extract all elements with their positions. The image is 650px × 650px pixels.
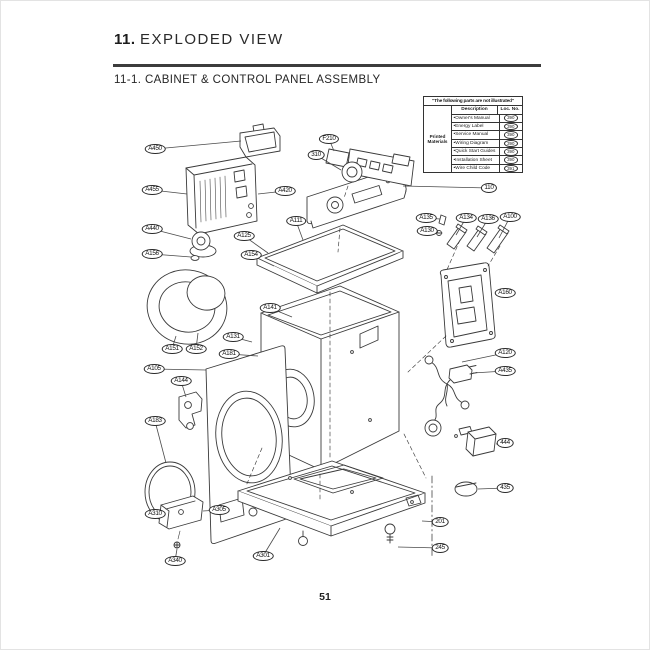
part-description: •Wiring Diagram [452, 139, 500, 148]
page-header: 11. EXPLODED VIEW [114, 31, 284, 49]
part-description: •Wire Child Code [452, 164, 500, 173]
main-pcb-assembly [185, 156, 258, 235]
bracket-screw [173, 530, 181, 549]
table-row: •Installation Sheet 390 [452, 156, 523, 165]
rear-panel [439, 262, 496, 348]
not-illustrated-table: "The following parts are not illustrated… [423, 96, 523, 174]
table-row: •Owner's Manual 390 [452, 114, 523, 123]
title-rule [113, 64, 541, 67]
loc-badge: 390 [503, 156, 518, 164]
part-loc: 391 [500, 164, 523, 173]
part-loc: 390 [500, 139, 523, 148]
part-loc: 390 [500, 148, 523, 156]
table-row: •Wire Child Code 391 [452, 164, 523, 173]
wire-harness [424, 355, 470, 410]
part-loc: 390 [500, 131, 523, 139]
part-description: •Energy Label [452, 122, 500, 131]
part-loc: 390 [500, 156, 523, 164]
table-row: •Service Manual 390 [452, 131, 523, 140]
section-title: EXPLODED VIEW [139, 31, 284, 48]
section-number: 11. [114, 31, 136, 48]
assembly-dashed-lines [245, 185, 501, 501]
part-description: •Installation Sheet [452, 156, 500, 164]
table-row: •Wiring Diagram 390 [452, 139, 523, 149]
loc-badge: 390 [503, 139, 518, 148]
door-assembly [146, 269, 228, 345]
hose-clip [454, 481, 478, 497]
power-cord-plug [424, 364, 478, 437]
table-group-label: Printed Materials [424, 106, 452, 173]
dispenser-drawer [325, 148, 363, 183]
col-loc-no: Loc. No. [500, 107, 520, 113]
noise-filter [454, 426, 497, 457]
control-board-cover [239, 123, 281, 158]
loc-badge: 390 [503, 122, 518, 131]
base-assembly [237, 460, 426, 546]
col-description: Description [452, 106, 498, 114]
part-description: •Service Manual [452, 131, 500, 139]
loc-badge: 391 [503, 164, 518, 173]
control-panel [306, 167, 407, 229]
loc-badge: 390 [503, 148, 518, 156]
door-hinge [178, 391, 203, 430]
shipping-bracket [158, 495, 204, 530]
part-loc: 390 [500, 114, 523, 123]
table-title: "The following parts are not illustrated… [424, 97, 522, 107]
part-description: •Quick Start Guides [452, 148, 500, 156]
control-knob [189, 231, 217, 261]
part-loc: 390 [500, 122, 523, 131]
table-row: •Energy Label 390 [452, 122, 523, 132]
table-header-row: Description Loc. No. [452, 106, 522, 115]
top-plate [256, 224, 404, 294]
part-description: •Owner's Manual [452, 114, 500, 122]
loc-badge: 390 [503, 131, 518, 139]
table-row: •Quick Start Guides 390 [452, 148, 523, 157]
loc-badge: 390 [503, 114, 518, 123]
subsection-title: 11-1. CABINET & CONTROL PANEL ASSEMBLY [114, 74, 381, 86]
page-number: 51 [319, 591, 331, 603]
table-rows: •Owner's Manual 390 •Energy Label 390 •S… [452, 114, 523, 173]
